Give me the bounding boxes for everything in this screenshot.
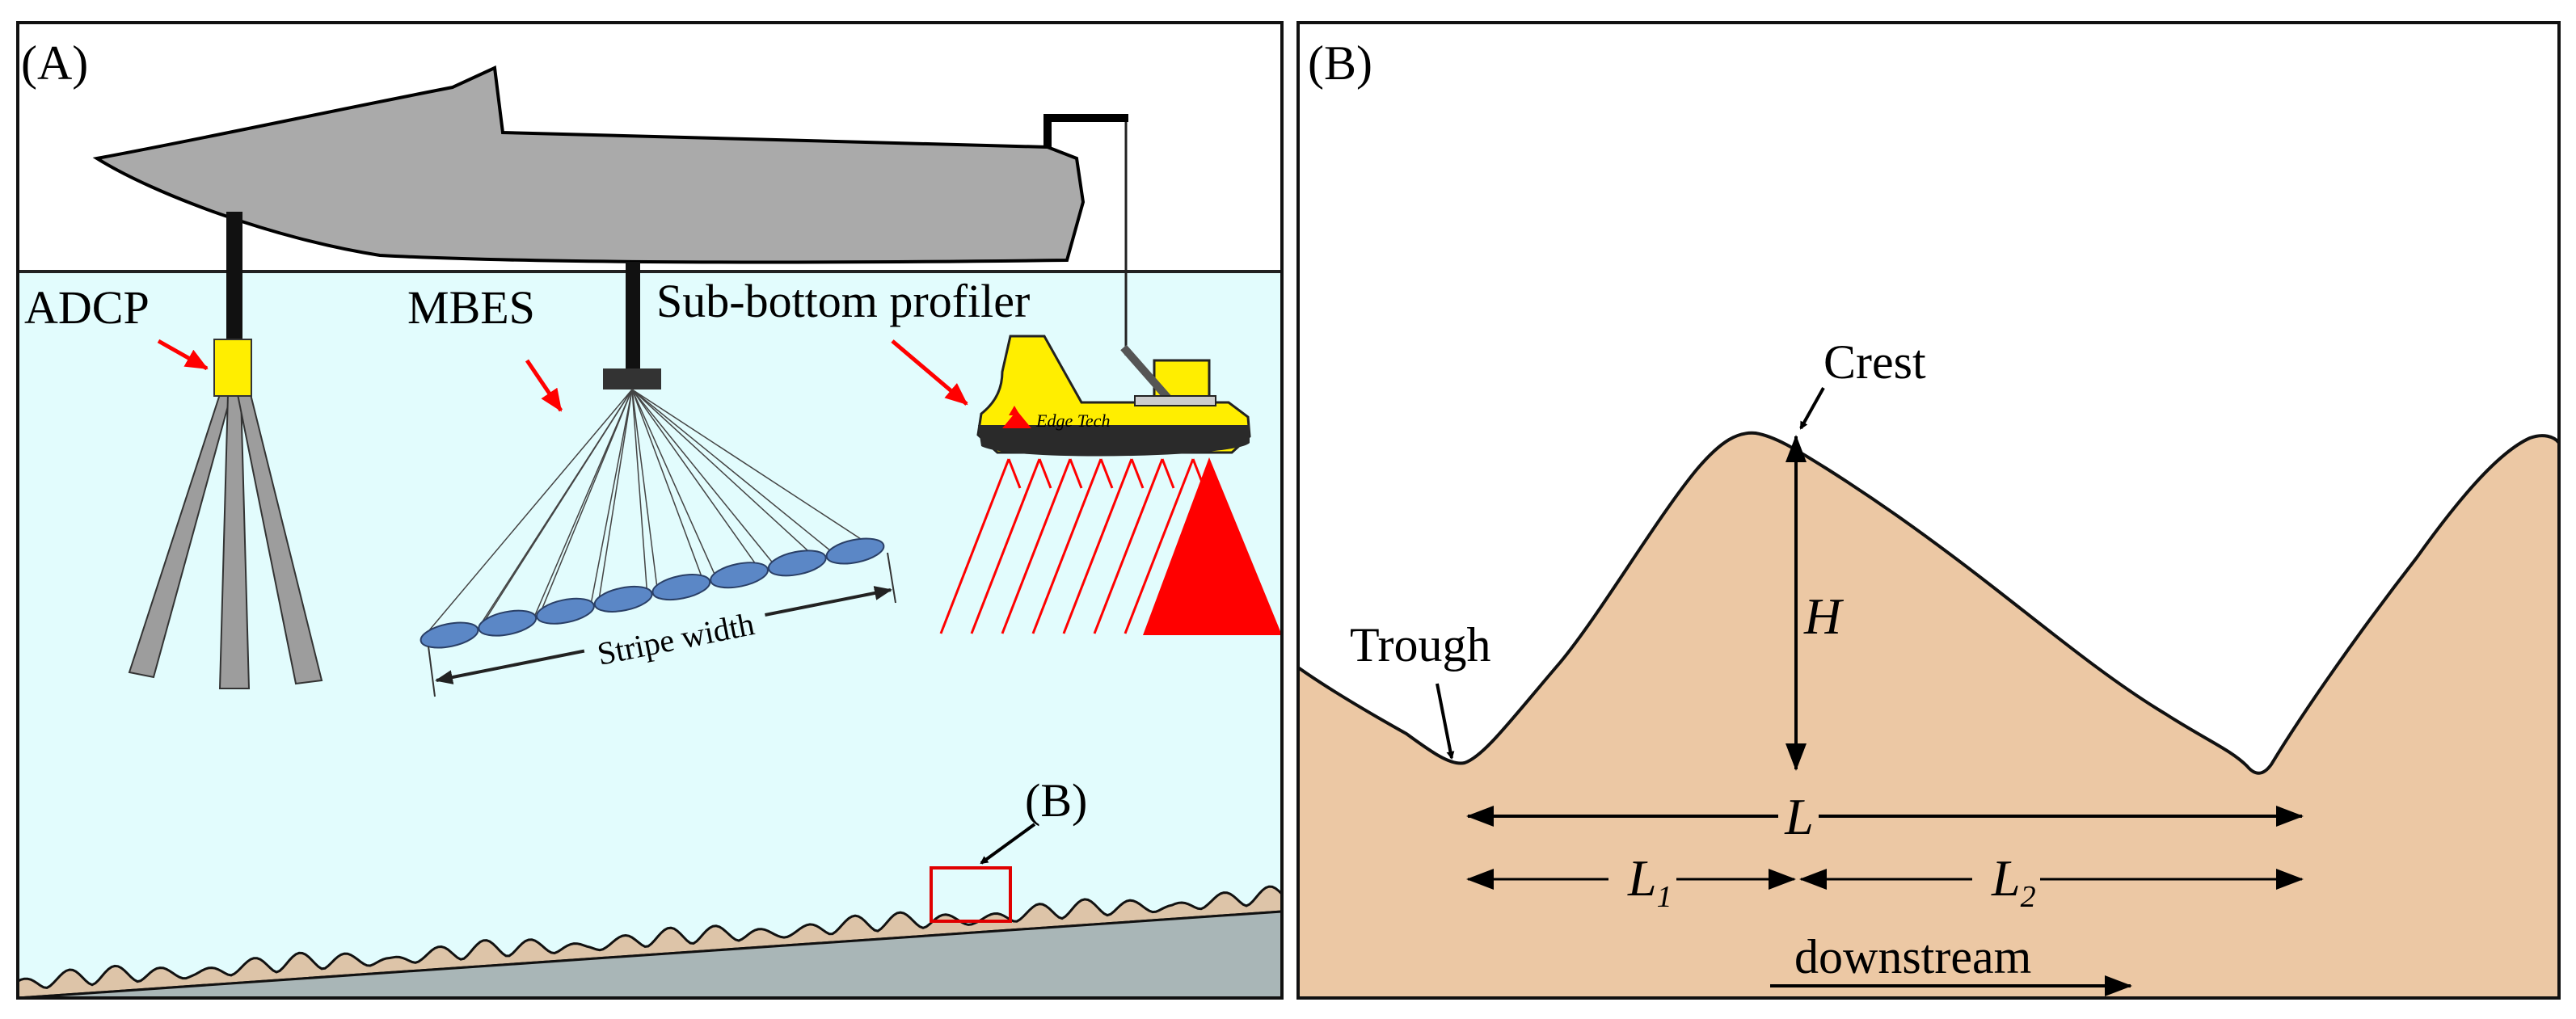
swath-extent-left: [428, 646, 436, 697]
crest-pointer-arrow: [1799, 387, 1825, 430]
mbes-footprint: [825, 537, 885, 565]
mbes-beam-line: [483, 389, 633, 624]
panel-b-label: (B): [1308, 36, 1372, 90]
swath-extent-right: [887, 552, 896, 604]
height-label: H: [1803, 587, 1845, 645]
sbp-label: Sub-bottom profiler: [656, 275, 1030, 327]
sbp-pulse-tick: [1161, 458, 1175, 489]
inset-box: [930, 866, 1012, 923]
inset-pointer-arrow: [980, 823, 1036, 865]
sbp-pulse-tick: [1007, 458, 1022, 489]
sbp-pulse-tick: [1130, 458, 1145, 489]
mbes-beam-line: [588, 389, 633, 612]
sbp-red-arrow: [891, 339, 968, 406]
sbp-pulse-line: [1062, 458, 1133, 634]
trough-pointer-arrow: [1436, 683, 1455, 760]
downstream-label: downstream: [1794, 930, 2031, 983]
crest-label: Crest: [1823, 335, 1926, 389]
panel-b-frame: [1296, 21, 2561, 1000]
panel-b: Crest Trough H L L1 L2 downstream (B): [1296, 21, 2561, 1000]
mbes-beam-line: [598, 389, 633, 600]
mbes-beam-line: [631, 389, 716, 576]
panel-a: ADCP MBES Stripe width Sub-bottom profil…: [16, 21, 1284, 1000]
sub-bottom-towfish-icon: [976, 335, 1251, 457]
swath-label-bg: [581, 603, 770, 674]
mbes-beam-line: [631, 389, 706, 587]
sbp-pulse-line: [1124, 458, 1195, 634]
mbes-beam-line: [631, 389, 765, 576]
mbes-footprint: [767, 550, 827, 577]
adcp-transducer-icon: [128, 212, 323, 689]
stoss-length-label: L1: [1627, 849, 1672, 914]
mbes-beam-line: [631, 389, 774, 564]
panel-a-label: (A): [21, 36, 88, 90]
profiler-brand-text: Edge Tech: [1035, 411, 1110, 431]
sbp-pulse-lines: [939, 458, 1206, 634]
sbp-pulse-tick: [1038, 458, 1052, 489]
wavelength-label-bg: [1778, 789, 1819, 842]
stoss-label-bg: [1608, 850, 1676, 908]
mbes-beam-line: [631, 389, 832, 552]
sbp-pulse-line: [1001, 458, 1072, 634]
sbp-pulse-line: [1093, 458, 1164, 634]
sbp-acoustic-cone: [1143, 457, 1282, 635]
survey-vessel-icon: [92, 65, 1086, 264]
sbp-pulse-line: [939, 458, 1010, 634]
mbes-beam-line: [540, 389, 633, 612]
panel-a-frame: [16, 21, 1284, 1000]
sbp-pulse-tick: [1099, 458, 1114, 489]
lee-label-bg: [1972, 850, 2040, 908]
mbes-beam-line: [631, 389, 822, 564]
inset-label: (B): [1025, 774, 1087, 827]
trough-label: Trough: [1350, 618, 1491, 672]
sbp-pulse-tick: [1069, 458, 1083, 489]
mbes-beam-line: [531, 389, 633, 624]
mbes-label: MBES: [407, 281, 535, 334]
mbes-beam-line: [631, 389, 658, 587]
wavelength-label: L: [1784, 788, 1814, 845]
mbes-transducer-icon: [603, 262, 661, 389]
lee-length-label: L2: [1991, 849, 2036, 914]
mbes-beam-line: [631, 389, 648, 600]
sediment-bedforms: [16, 885, 1284, 1000]
sbp-pulse-line: [970, 458, 1041, 634]
mbes-red-arrow: [525, 359, 563, 412]
mbes-beam-line: [631, 389, 880, 552]
adcp-label: ADCP: [24, 281, 150, 334]
adcp-red-arrow: [157, 339, 209, 371]
sbp-pulse-line: [1031, 458, 1102, 634]
